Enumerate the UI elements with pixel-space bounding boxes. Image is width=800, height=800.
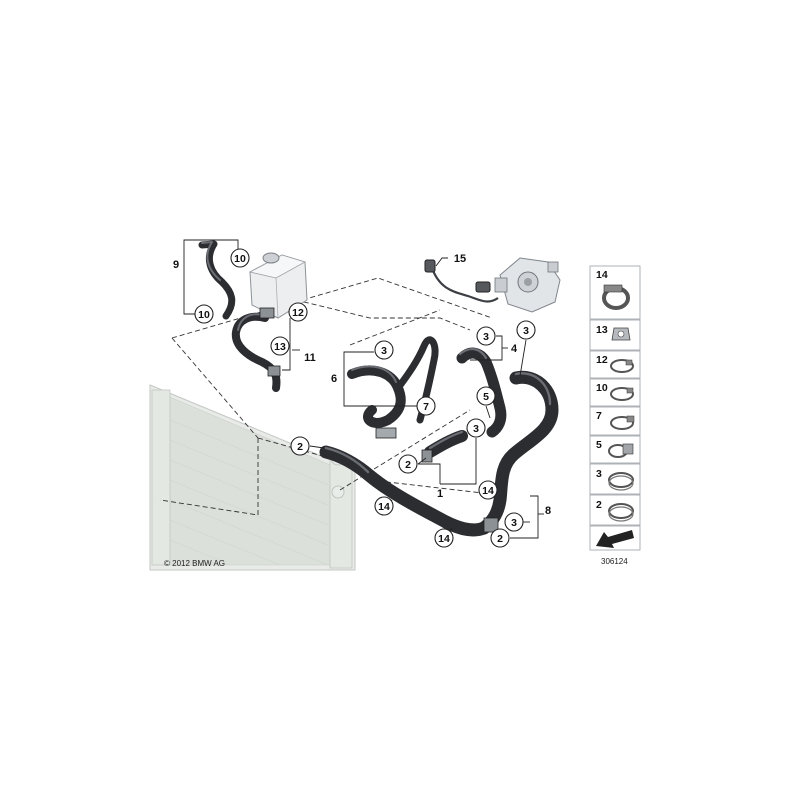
hose-11 xyxy=(231,307,281,392)
label-9: 9 xyxy=(173,259,179,271)
callout-2-hose8: 2 xyxy=(497,533,503,545)
label-4: 4 xyxy=(511,343,518,355)
legend-label-7: 7 xyxy=(596,410,602,422)
callout-14-left: 14 xyxy=(378,501,390,513)
callout-14-bottom: 14 xyxy=(438,533,450,545)
legend-label-14: 14 xyxy=(596,269,608,281)
callout-3-hose8: 3 xyxy=(511,517,517,529)
figure-number: 306124 xyxy=(601,557,628,566)
callouts: 10 9 10 12 13 11 15 3 6 7 3 4 3 5 2 3 2 … xyxy=(173,248,551,548)
callout-13: 13 xyxy=(274,341,286,353)
callout-5: 5 xyxy=(483,391,489,403)
callout-3-hose4: 3 xyxy=(483,331,489,343)
legend-label-12: 12 xyxy=(596,354,608,366)
label-15: 15 xyxy=(454,253,466,265)
hose-6 xyxy=(347,336,439,439)
legend-label-10: 10 xyxy=(596,382,608,394)
label-8: 8 xyxy=(545,505,551,517)
copyright-text: © 2012 BMW AG xyxy=(164,559,225,568)
label-11: 11 xyxy=(304,352,316,364)
callout-3-hose6: 3 xyxy=(381,345,387,357)
callout-2-left: 2 xyxy=(297,441,303,453)
label-6: 6 xyxy=(331,373,337,385)
callout-2-hose1: 2 xyxy=(405,459,411,471)
callout-12: 12 xyxy=(292,307,304,319)
callout-3-right: 3 xyxy=(523,325,529,337)
label-1: 1 xyxy=(437,488,443,500)
thermostat-housing xyxy=(494,257,561,313)
legend-label-5: 5 xyxy=(596,439,602,451)
sensor-cable xyxy=(424,259,499,303)
callout-10-lower: 10 xyxy=(198,309,210,321)
legend-label-3: 3 xyxy=(596,468,602,480)
legend-label-2: 2 xyxy=(596,499,602,511)
hose-4 xyxy=(456,347,507,438)
callout-10-upper: 10 xyxy=(234,253,246,265)
callout-14-right: 14 xyxy=(482,485,494,497)
expansion-tank xyxy=(248,252,308,319)
callout-7: 7 xyxy=(423,401,429,413)
legend-label-13: 13 xyxy=(596,324,608,336)
callout-3-hose1: 3 xyxy=(473,423,479,435)
hose-1 xyxy=(421,430,468,463)
radiator xyxy=(149,384,356,571)
clamp-legend: 14 13 12 10 7 5 3 2 xyxy=(589,265,641,551)
hose-9 xyxy=(198,240,236,320)
